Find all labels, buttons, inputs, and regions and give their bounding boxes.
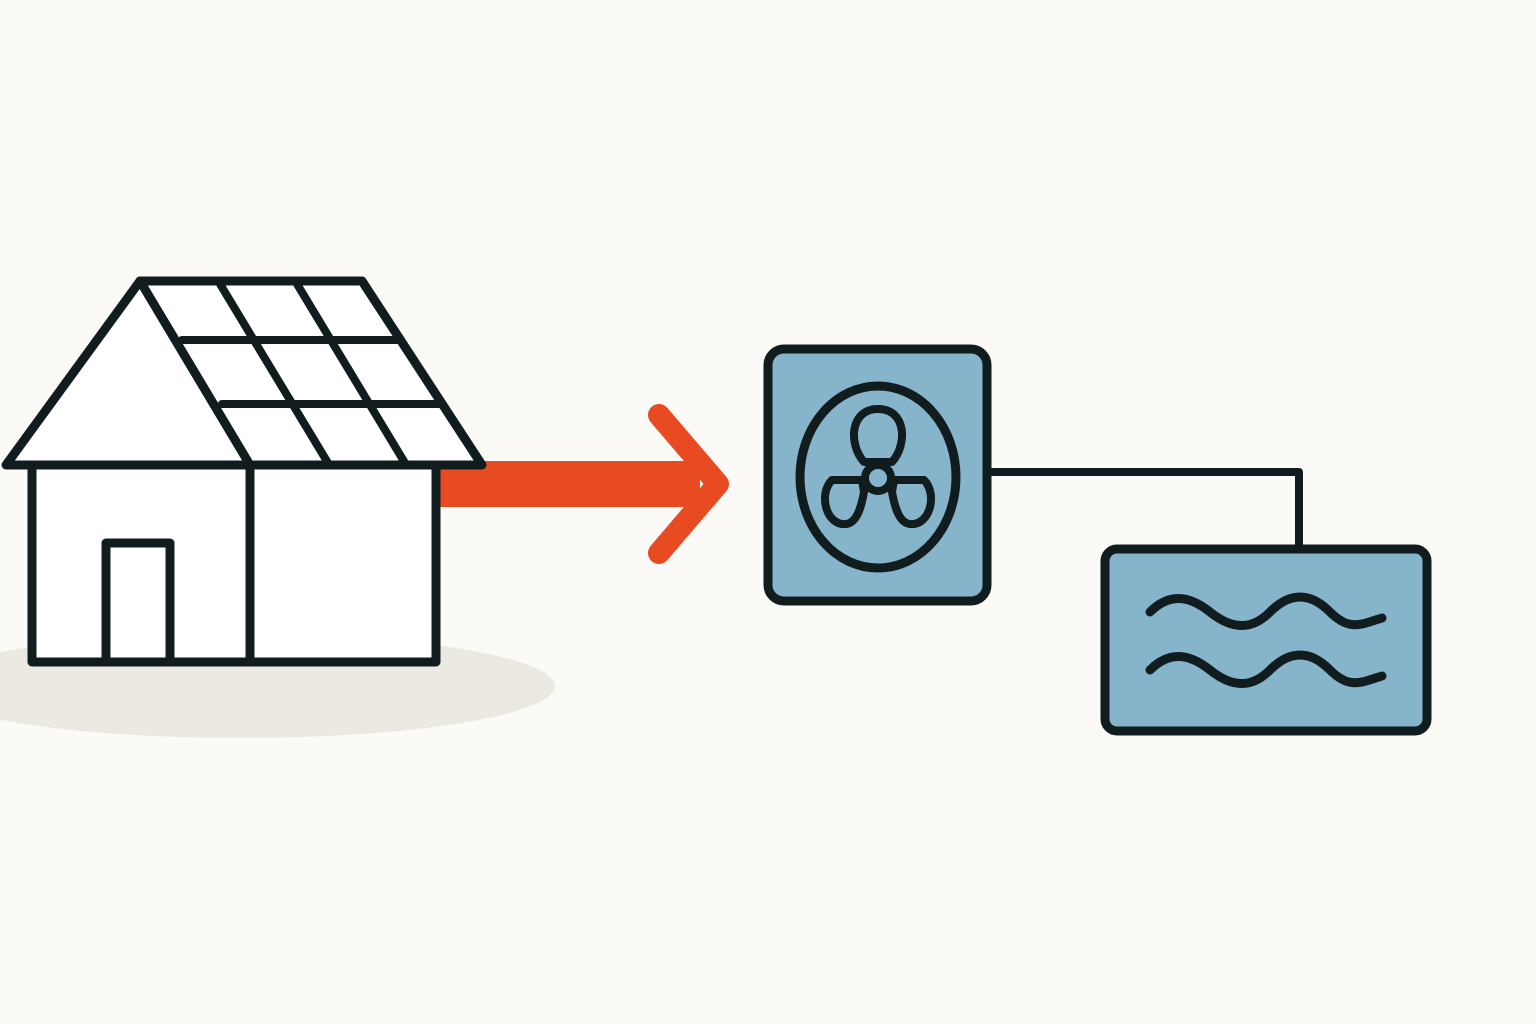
house-right-wall [245, 460, 441, 667]
water-waves-icon [1145, 592, 1387, 688]
house-roof [1, 276, 487, 470]
house-door [101, 538, 175, 667]
solar-panels-icon [178, 280, 446, 467]
house-gable-line [135, 276, 255, 470]
house-with-solar-panels-icon [1, 276, 487, 667]
wave-line-2 [1145, 650, 1387, 688]
fan-blade-left [820, 476, 868, 528]
arrow-right-icon [432, 404, 729, 564]
wave-line-1 [1145, 592, 1387, 630]
arrow-head [648, 404, 729, 564]
water-tank [1100, 544, 1432, 736]
solar-grid-col-1 [216, 280, 332, 467]
solar-grid-col-2 [293, 280, 409, 467]
pipe-connector [988, 468, 1303, 549]
fan-blade-right [888, 476, 936, 528]
fan-hub [861, 461, 895, 495]
heat-pump-unit [763, 344, 992, 606]
water-tank-box [1100, 544, 1432, 736]
fan-blade-top [849, 405, 907, 466]
fan-icon [820, 405, 936, 528]
